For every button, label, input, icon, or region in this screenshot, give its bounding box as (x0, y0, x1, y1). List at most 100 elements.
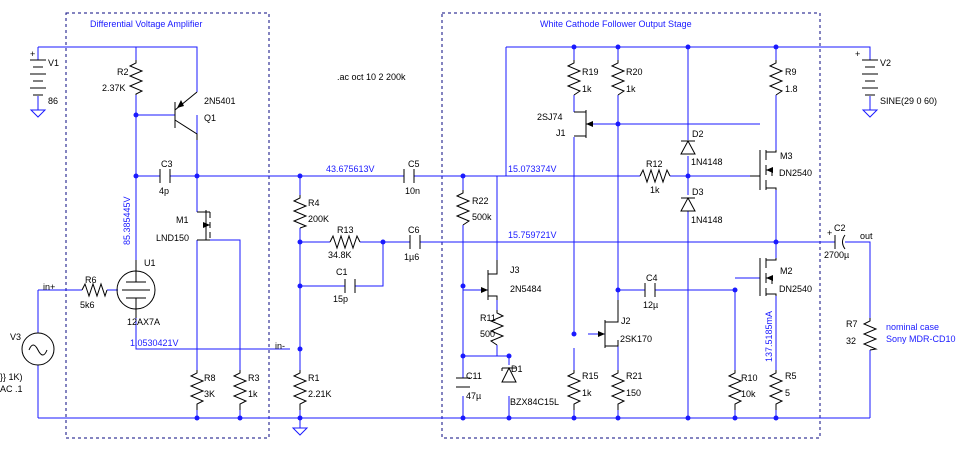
r6-value: 5k6 (80, 300, 95, 310)
c5-name: C5 (408, 159, 420, 169)
j1-name: J1 (556, 128, 566, 138)
pnp-transistor-q1-symbol (174, 91, 198, 140)
d2-value: 1N4148 (691, 157, 723, 167)
ground-icon (861, 109, 879, 118)
c5-value: 10n (405, 186, 420, 196)
d3-name: D3 (692, 187, 704, 197)
capacitor-c5-symbol (403, 169, 415, 183)
resistor-r15-symbol (566, 370, 582, 410)
r6-name: R6 (85, 275, 97, 285)
c2-plus-sign: + (827, 228, 832, 238)
net-label-out: out (860, 231, 873, 241)
c3-name: C3 (161, 159, 173, 169)
c3-value: 4p (159, 186, 169, 196)
resistor-r7-symbol (862, 318, 878, 351)
u1-value: 12AX7A (127, 317, 160, 327)
ground-icon (291, 427, 309, 436)
c4-name: C4 (646, 273, 658, 283)
node-voltage-label: 15.759721V (508, 230, 557, 240)
m1-name: M1 (176, 215, 189, 225)
net-label-in-plus: in+ (43, 282, 55, 292)
capacitor-c6-symbol (409, 235, 421, 249)
c2-value: 2700µ (824, 250, 849, 260)
zener-d1-symbol (501, 366, 517, 383)
diode-d3-symbol (680, 196, 696, 212)
capacitor-c1-symbol (344, 279, 356, 293)
resistor-r19-symbol (566, 60, 582, 96)
r10-value: 10k (741, 389, 756, 399)
resistor-r9-symbol (768, 60, 784, 96)
r2-name: R2 (117, 67, 129, 77)
diode-d2-symbol (680, 139, 696, 155)
battery-v2-symbol (862, 59, 878, 96)
r11-value: 500 (480, 329, 495, 339)
v2-name: V2 (880, 58, 891, 68)
r12-value: 1k (650, 185, 660, 195)
r13-value: 34.8K (328, 250, 352, 260)
m3-name: M3 (780, 151, 793, 161)
u1-name: U1 (144, 258, 156, 268)
wcf-block-title: White Cathode Follower Output Stage (540, 19, 692, 29)
nmos-m2-symbol (759, 258, 777, 296)
r3-name: R3 (248, 373, 260, 383)
c2-name: C2 (834, 223, 846, 233)
v2-value: SINE(29 0 60) (880, 96, 937, 106)
q1-value: 2N5401 (204, 96, 236, 106)
j3-value: 2N5484 (510, 284, 542, 294)
junction-dots (133, 44, 779, 421)
dva-block-title: Differential Voltage Amplifier (90, 19, 202, 29)
j2-name: J2 (621, 316, 631, 326)
v3-value-1: }} 1K) (0, 372, 23, 382)
resistor-r4-symbol (292, 195, 308, 229)
r7-value: 32 (846, 336, 856, 346)
resistor-r8-symbol (189, 370, 205, 410)
d3-value: 1N4148 (691, 215, 723, 225)
j3-name: J3 (510, 265, 520, 275)
r3-value: 1k (248, 389, 258, 399)
r1-value: 2.21K (308, 389, 332, 399)
r9-value: 1.8 (785, 84, 798, 94)
branch-current-label: 137.5185mA (764, 311, 774, 362)
r19-name: R19 (582, 67, 599, 77)
resistor-r1-symbol (292, 370, 308, 410)
r4-value: 200K (308, 214, 329, 224)
v3-value-2: AC .1 (0, 384, 23, 394)
load-note-line1: nominal case (886, 322, 939, 332)
sim-directive: .ac oct 10 2 200k (337, 72, 406, 82)
r11-name: R11 (480, 313, 496, 323)
m2-value: DN2540 (779, 284, 812, 294)
jfet-j2-symbol (598, 300, 619, 348)
r12-name: R12 (646, 159, 663, 169)
r8-value: 3K (204, 389, 215, 399)
dva-block-box (65, 12, 270, 439)
r21-name: R21 (626, 371, 643, 381)
wcf-block-box (441, 12, 821, 439)
j2-value: 2SK170 (620, 334, 652, 344)
load-note-line2: Sony MDR-CD10 (886, 334, 956, 344)
nmos-m1-symbol (197, 210, 211, 241)
r8-name: R8 (204, 373, 216, 383)
r22-value: 500k (472, 212, 492, 222)
v1-value: 86 (48, 96, 58, 106)
resistor-r12-symbol (639, 168, 671, 184)
resistor-r22-symbol (455, 190, 471, 226)
v3-name: V3 (10, 332, 21, 342)
d1-value: BZX84C15L (510, 397, 559, 407)
r21-value: 150 (626, 388, 641, 398)
sine-source-v3-symbol (21, 332, 55, 366)
q1-name: Q1 (204, 113, 216, 123)
resistor-r13-symbol (329, 234, 361, 250)
triode-u1-symbol (116, 260, 156, 318)
r10-name: R10 (741, 373, 758, 383)
r4-name: R4 (308, 198, 320, 208)
resistor-r5-symbol (768, 370, 784, 410)
m1-value: LND150 (156, 233, 189, 243)
battery-v1-symbol (30, 59, 46, 96)
c4-value: 12µ (643, 300, 658, 310)
c11-value: 47µ (466, 391, 481, 401)
r1-name: R1 (308, 373, 320, 383)
r2-value: 2.37K (102, 83, 126, 93)
d1-name: D1 (511, 364, 523, 374)
m3-value: DN2540 (779, 168, 812, 178)
jfet-j3-symbol (481, 260, 498, 300)
